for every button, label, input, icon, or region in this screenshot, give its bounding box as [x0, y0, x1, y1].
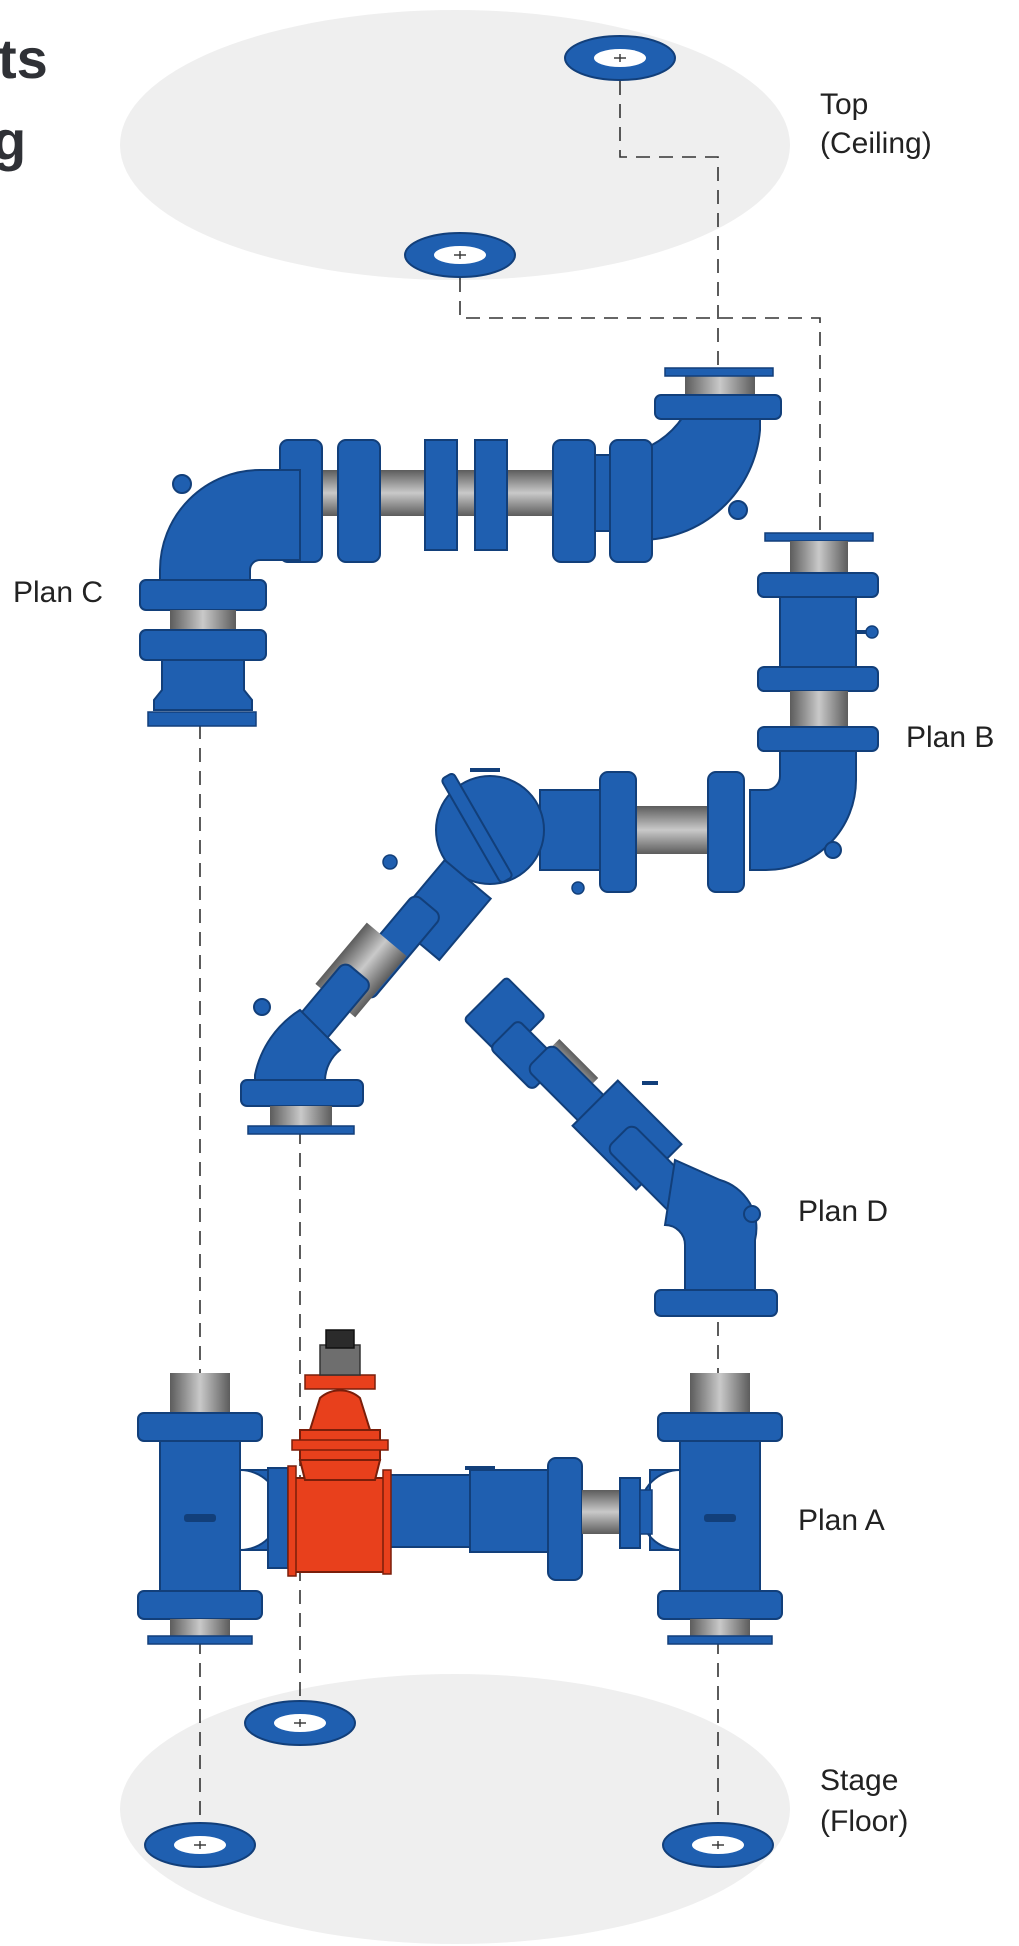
gate-valve	[287, 1329, 392, 1577]
reference-lines	[199, 58, 821, 1843]
label-plan-a: Plan A	[798, 1504, 885, 1537]
flange-floor-mid	[244, 1700, 356, 1746]
label-ceiling: (Ceiling)	[820, 127, 932, 160]
elbow-45-assembly	[240, 854, 493, 1135]
floor-plane	[120, 1674, 790, 1944]
label-plan-c: Plan C	[13, 576, 103, 609]
plan-a-assembly	[137, 1373, 783, 1645]
flange-ceiling-left	[404, 232, 516, 278]
title-line-1: ts	[0, 27, 48, 90]
title-line-2: g	[0, 109, 26, 172]
label-floor: (Floor)	[820, 1805, 908, 1838]
plan-d-assembly	[464, 977, 778, 1317]
flange-floor-right	[662, 1822, 774, 1868]
flange-ceiling-right	[564, 35, 676, 81]
label-stage: Stage	[820, 1764, 898, 1797]
label-top: Top	[820, 88, 868, 121]
label-plan-d: Plan D	[798, 1195, 888, 1228]
plan-c-assembly	[139, 367, 782, 727]
plan-b-assembly	[435, 532, 879, 895]
label-plan-b: Plan B	[906, 721, 994, 754]
flange-floor-left	[144, 1822, 256, 1868]
